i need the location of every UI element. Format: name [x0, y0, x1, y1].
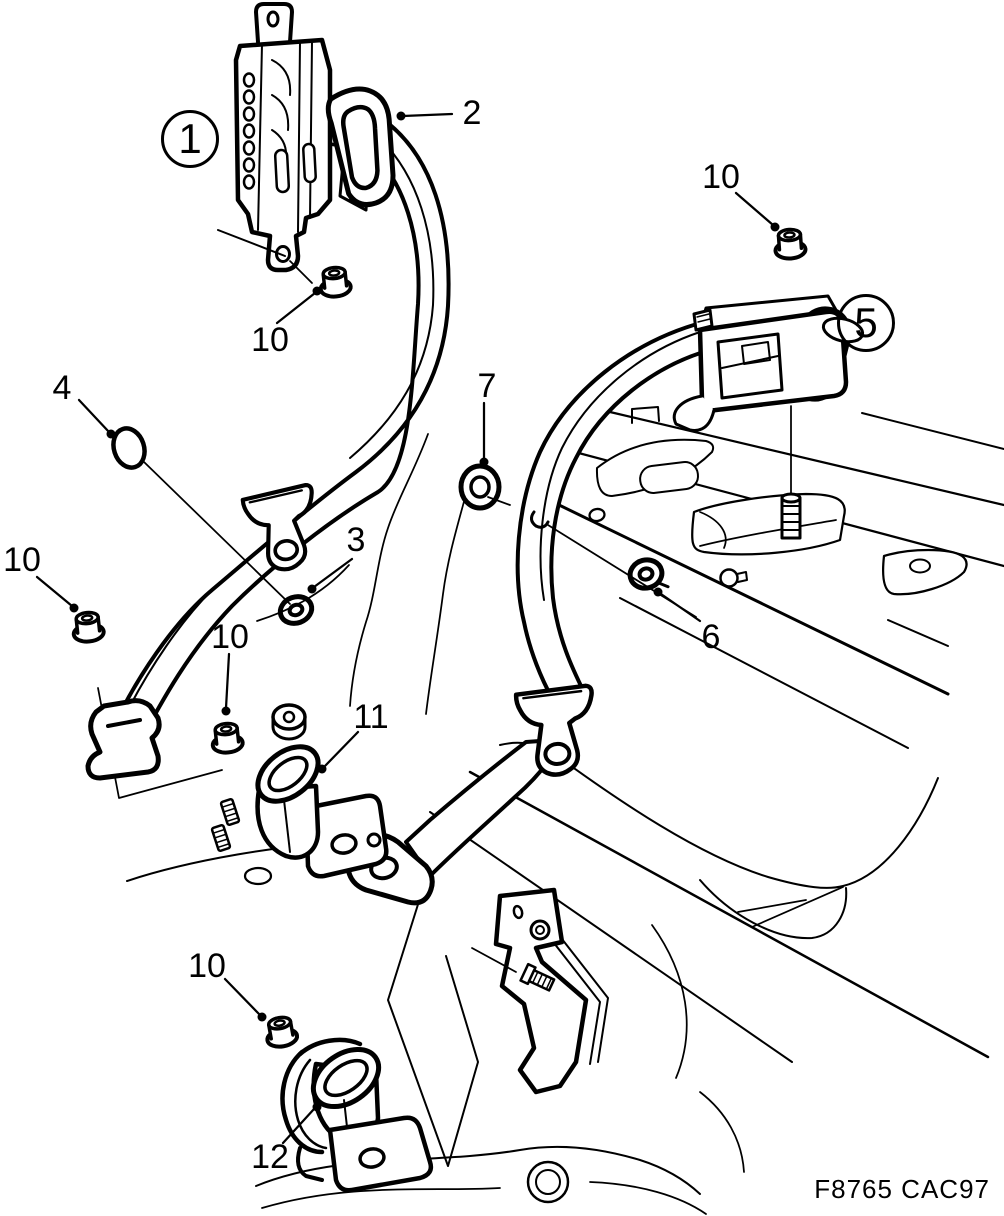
figure-code: F8765 CAC97	[814, 1174, 990, 1204]
callout-6-9: 6	[701, 618, 721, 656]
callout-4-3: 4	[52, 369, 72, 407]
belt-guide-loop-2	[325, 86, 396, 208]
callout-10-2: 10	[251, 321, 289, 359]
buckle-12	[280, 1037, 434, 1193]
floor-stud-b	[210, 823, 232, 853]
grommet-7	[458, 463, 511, 511]
cover-cap-4	[111, 426, 147, 470]
leader-10-upper-left	[275, 291, 317, 325]
grommet-6	[627, 557, 670, 591]
callout-1-0: 1	[161, 110, 219, 168]
callout-5-6: 5	[837, 294, 895, 352]
mounting-bracket-center	[471, 887, 609, 1095]
parcel-shelf	[554, 406, 1004, 749]
leader-11	[323, 730, 360, 768]
callout-11-11: 11	[353, 698, 389, 736]
callout-10-5: 10	[702, 158, 740, 196]
nut-10-right	[772, 226, 809, 262]
seat-body-lines	[97, 433, 990, 1215]
buckle-11	[255, 744, 389, 879]
callout-10-12: 10	[188, 947, 226, 985]
callout-2-1: 2	[462, 94, 482, 132]
leader-2	[401, 112, 454, 118]
spacer-sleeve	[271, 703, 307, 741]
nut-10-upper-left	[316, 264, 354, 300]
leader-lines	[35, 112, 775, 1145]
leader-10-bottom	[223, 977, 261, 1016]
floor-drain-hole	[526, 1160, 570, 1204]
floor-panel	[387, 897, 479, 1167]
callout-12-13: 12	[251, 1138, 289, 1176]
leader-10-right	[734, 191, 775, 227]
retractor-assembly-5	[672, 294, 865, 540]
leader-12	[281, 1107, 316, 1145]
nut-10-left	[69, 609, 107, 645]
callout-10-8: 10	[3, 541, 41, 579]
leader-10-floor	[224, 652, 231, 710]
retractor-assembly-1	[233, 2, 333, 273]
callout-7-4: 7	[477, 367, 497, 405]
nut-10-floor	[208, 720, 246, 756]
leader-3	[312, 557, 354, 589]
belt-anchor-left	[85, 698, 162, 781]
callout-10-10: 10	[211, 618, 249, 656]
leader-dots	[69, 111, 780, 1112]
leader-10-left	[35, 575, 74, 608]
floor-stud-a	[219, 797, 241, 827]
nut-10-bottom	[261, 1013, 301, 1051]
callout-3-7: 3	[346, 521, 366, 559]
leader-4	[77, 398, 111, 434]
seat-belt-right	[345, 320, 712, 906]
clip-6	[529, 510, 550, 529]
